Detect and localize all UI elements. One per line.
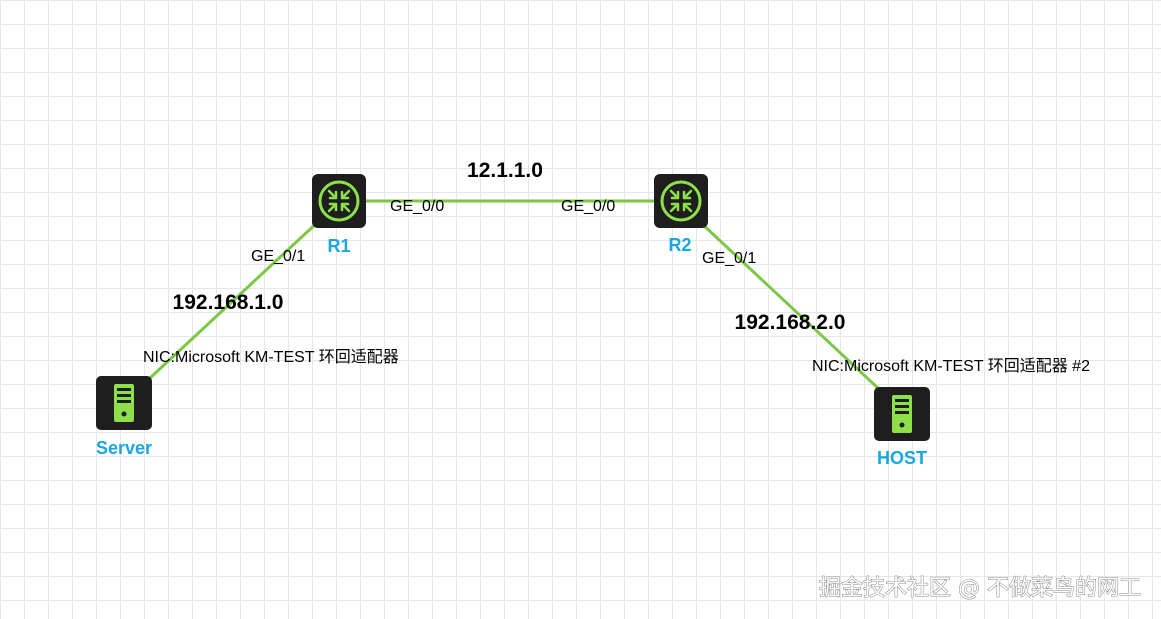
server-icon — [874, 387, 930, 441]
server-device[interactable] — [96, 376, 152, 430]
router-icon — [312, 174, 366, 228]
network-label-r2-host: 192.168.2.0 — [735, 311, 846, 334]
port-label-r2-ge00: GE_0/0 — [561, 198, 615, 215]
host-device[interactable] — [874, 387, 930, 441]
link-server-r1[interactable] — [148, 218, 322, 380]
link-r2-host[interactable] — [698, 220, 882, 392]
router-icon — [654, 174, 708, 228]
network-label-r1-r2: 12.1.1.0 — [467, 159, 543, 182]
server-icon — [96, 376, 152, 430]
watermark-text: 掘金技术社区 @ 不做菜鸟的网工 — [819, 576, 1141, 601]
device-label-server: Server — [96, 438, 152, 458]
port-label-r1-ge00: GE_0/0 — [390, 198, 444, 215]
nic-label-host: NIC:Microsoft KM-TEST 环回适配器 #2 — [812, 357, 1090, 375]
network-label-server-r1: 192.168.1.0 — [173, 291, 284, 314]
device-label-host: HOST — [877, 448, 927, 468]
port-label-r2-ge01: GE_0/1 — [702, 250, 756, 267]
port-label-r1-ge01: GE_0/1 — [251, 248, 305, 265]
router-r2[interactable] — [654, 174, 708, 228]
device-label-r2: R2 — [668, 235, 691, 255]
device-label-r1: R1 — [327, 236, 350, 256]
nic-label-server: NIC:Microsoft KM-TEST 环回适配器 — [143, 348, 399, 366]
router-r1[interactable] — [312, 174, 366, 228]
